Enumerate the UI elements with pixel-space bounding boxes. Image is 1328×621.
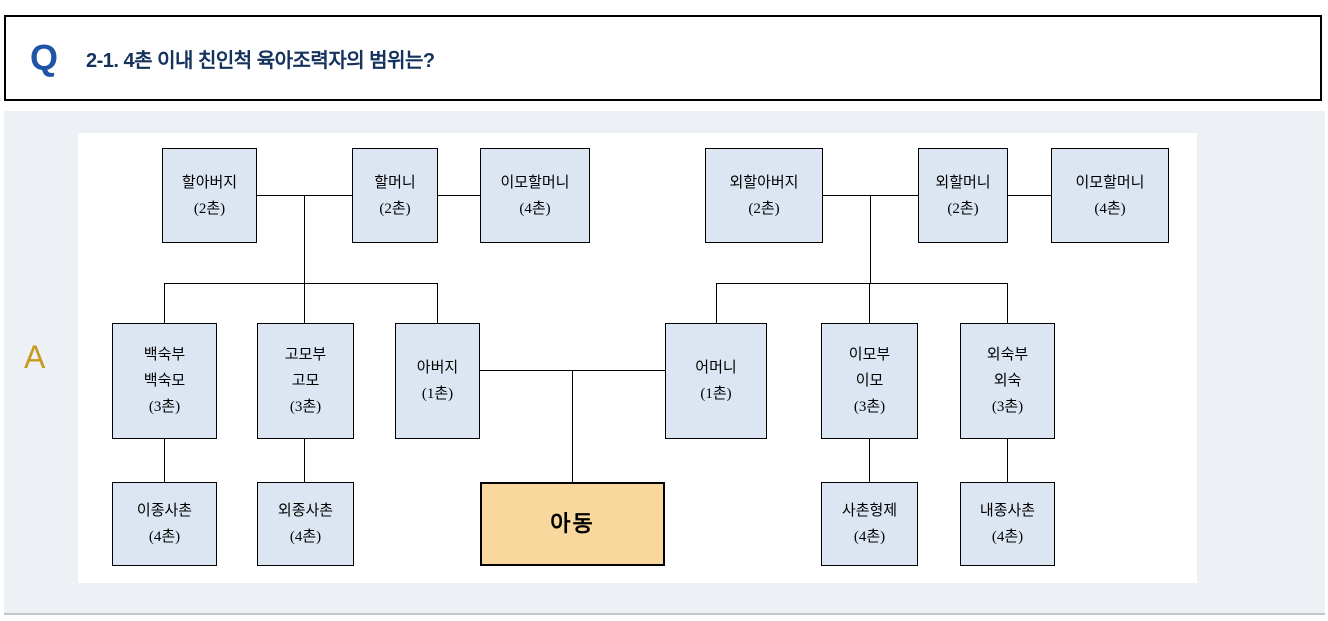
node-label: 어머니 <box>695 360 737 376</box>
question-marker: Q <box>30 37 59 78</box>
question-panel: Q 2-1. 4촌 이내 친인척 육아조력자의 범위는? <box>4 15 1322 101</box>
connector-line <box>716 283 1008 284</box>
node-cousin-ijong: 이종사촌 (4촌) <box>112 482 217 566</box>
node-paternal-grandmother: 할머니 (2촌) <box>352 148 438 243</box>
node-label: 아버지 <box>416 360 459 376</box>
node-label: (4촌) <box>853 529 886 545</box>
question-title: 2-1. 4촌 이내 친인척 육아조력자의 범위는? <box>86 49 435 72</box>
node-maternal-grandmother: 외할머니 (2촌) <box>918 148 1008 243</box>
node-label: 고모 <box>291 373 320 389</box>
connector-line <box>304 195 305 283</box>
node-label: 백숙부 <box>143 347 186 363</box>
connector-line <box>716 283 717 323</box>
node-paternal-great-aunt: 이모할머니 (4촌) <box>480 148 590 243</box>
connector-line <box>438 195 480 196</box>
node-cousin-oejong: 외종사촌 (4촌) <box>257 482 354 566</box>
connector-line <box>572 370 573 482</box>
node-label: 고모부 <box>284 347 327 363</box>
node-label: (4촌) <box>289 529 322 545</box>
node-label: 아동 <box>550 511 595 536</box>
node-label: (3촌) <box>853 399 886 415</box>
connector-line <box>437 283 438 323</box>
connector-line <box>164 283 165 323</box>
node-label: 이모부 <box>848 347 891 363</box>
connector-line <box>1008 195 1051 196</box>
node-label: (3촌) <box>148 399 181 415</box>
node-label: 이모 <box>855 373 884 389</box>
diagram-panel: 할아버지 (2촌) 할머니 (2촌) 이모할머니 (4촌) 외할아버지 (2촌) 외할머니 (2촌… <box>78 133 1197 583</box>
connector-line <box>304 439 305 482</box>
node-label: 백숙모 <box>143 373 186 389</box>
node-label: 외숙부 <box>986 347 1029 363</box>
node-label: 사촌형제 <box>841 503 898 519</box>
node-label: 외할머니 <box>935 174 991 191</box>
node-label: (4촌) <box>519 200 551 217</box>
node-label: 외종사촌 <box>277 503 334 519</box>
node-label: (4촌) <box>1094 200 1126 217</box>
node-child: 아동 <box>480 482 665 566</box>
node-label: (2촌) <box>947 200 979 217</box>
node-label: (4촌) <box>148 529 181 545</box>
connector-line <box>164 439 165 482</box>
connector-line <box>304 283 305 323</box>
connector-line <box>869 283 870 323</box>
node-label: 외숙 <box>993 373 1022 389</box>
node-maternal-grandfather: 외할아버지 (2촌) <box>705 148 823 243</box>
node-label: 내종사촌 <box>979 503 1036 519</box>
node-label: (2촌) <box>379 200 411 217</box>
connector-line <box>1007 439 1008 482</box>
node-label: 할머니 <box>374 174 416 191</box>
node-label: (2촌) <box>748 200 780 217</box>
answer-section: A 할아버지 (2촌) 할머니 (2촌) 이모할머니 (4촌) 외할아버지 (2촌) 외할머니 (… <box>4 111 1325 615</box>
node-maternal-great-aunt: 이모할머니 (4촌) <box>1051 148 1169 243</box>
node-paternal-grandfather: 할아버지 (2촌) <box>162 148 257 243</box>
node-mother: 어머니 (1촌) <box>665 323 767 439</box>
node-cousin-naejong: 내종사촌 (4촌) <box>960 482 1055 566</box>
connector-line <box>164 283 438 284</box>
node-label: 외할아버지 <box>729 174 799 191</box>
node-label: 이모할머니 <box>1075 174 1145 191</box>
answer-marker: A <box>24 339 46 375</box>
node-label: 할아버지 <box>181 174 238 191</box>
node-label: (1촌) <box>700 386 732 402</box>
node-label: 이모할머니 <box>500 174 570 191</box>
node-cousin-sachon: 사촌형제 (4촌) <box>821 482 918 566</box>
node-label: (1촌) <box>421 386 454 402</box>
connector-line <box>870 195 871 283</box>
node-label: (3촌) <box>991 399 1024 415</box>
node-father: 아버지 (1촌) <box>395 323 480 439</box>
connector-line <box>1007 283 1008 323</box>
node-label: (4촌) <box>991 529 1024 545</box>
node-label: (3촌) <box>289 399 322 415</box>
node-label: (2촌) <box>193 200 226 217</box>
connector-line <box>869 439 870 482</box>
node-label: 이종사촌 <box>136 503 193 519</box>
